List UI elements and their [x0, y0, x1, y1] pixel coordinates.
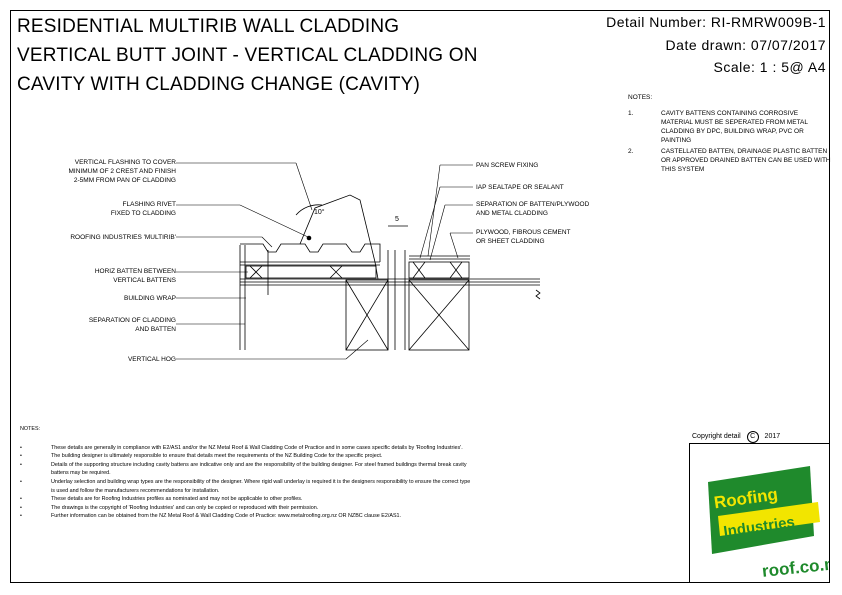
- gap-dimension: 5: [395, 216, 399, 223]
- detail-number: Detail Number: RI-RMRW009B-1: [606, 14, 826, 30]
- note-item: 2. CASTELLATED BATTEN, DRAINAGE PLASTIC …: [628, 148, 831, 173]
- notes-right-heading: NOTES:: [628, 94, 653, 101]
- copyright-icon: C: [746, 431, 759, 443]
- scale: Scale: 1 : 5@ A4: [713, 59, 826, 75]
- label-sealtape: IAP SEALTAPE OR SEALANT: [476, 184, 564, 191]
- note-bullet: •The building designer is ultimately res…: [20, 453, 383, 460]
- label-vertical-hog: VERTICAL HOG: [127, 356, 176, 363]
- label-building-wrap: BUILDING WRAP: [123, 295, 176, 302]
- angle-dimension: 10°: [314, 209, 325, 216]
- logo-url: roof.co.nz: [761, 553, 829, 580]
- title-line-1: RESIDENTIAL MULTIRIB WALL CLADDING: [17, 16, 400, 37]
- note-bullet: •Underlay selection and building wrap ty…: [20, 478, 471, 494]
- note-item: 1. CAVITY BATTENS CONTAINING CORROSIVE M…: [628, 110, 808, 144]
- title-line-2: VERTICAL BUTT JOINT - VERTICAL CLADDING …: [17, 45, 478, 66]
- drawing-border: [10, 10, 830, 583]
- roofing-industries-logo: Roofing Industries roof.co.nz: [708, 466, 829, 581]
- notes-right: NOTES: 1. CAVITY BATTENS CONTAINING CORR…: [628, 93, 831, 174]
- notes-bottom: NOTES: •These details are generally in c…: [20, 425, 471, 521]
- logo-box: Roofing Industries roof.co.nz: [689, 443, 830, 583]
- date-drawn: Date drawn: 07/07/2017: [665, 37, 826, 53]
- title-line-3: CAVITY WITH CLADDING CHANGE (CAVITY): [17, 74, 421, 95]
- copyright: Copyright detail C 2017: [692, 431, 780, 443]
- label-multirib: ROOFING INDUSTRIES 'MULTIRIB': [70, 234, 176, 241]
- label-pan-screw: PAN SCREW FIXING: [476, 162, 539, 169]
- note-bullet: •Further information can be obtained fro…: [20, 513, 402, 520]
- note-bullet: •Details of the supporting structure inc…: [20, 461, 467, 477]
- note-bullet: •These details are generally in complian…: [20, 444, 463, 451]
- notes-bottom-heading: NOTES:: [20, 426, 41, 432]
- note-bullet: •These details are for Roofing Industrie…: [20, 496, 303, 503]
- note-bullet: •The drawings is the copyright of 'Roofi…: [20, 504, 319, 511]
